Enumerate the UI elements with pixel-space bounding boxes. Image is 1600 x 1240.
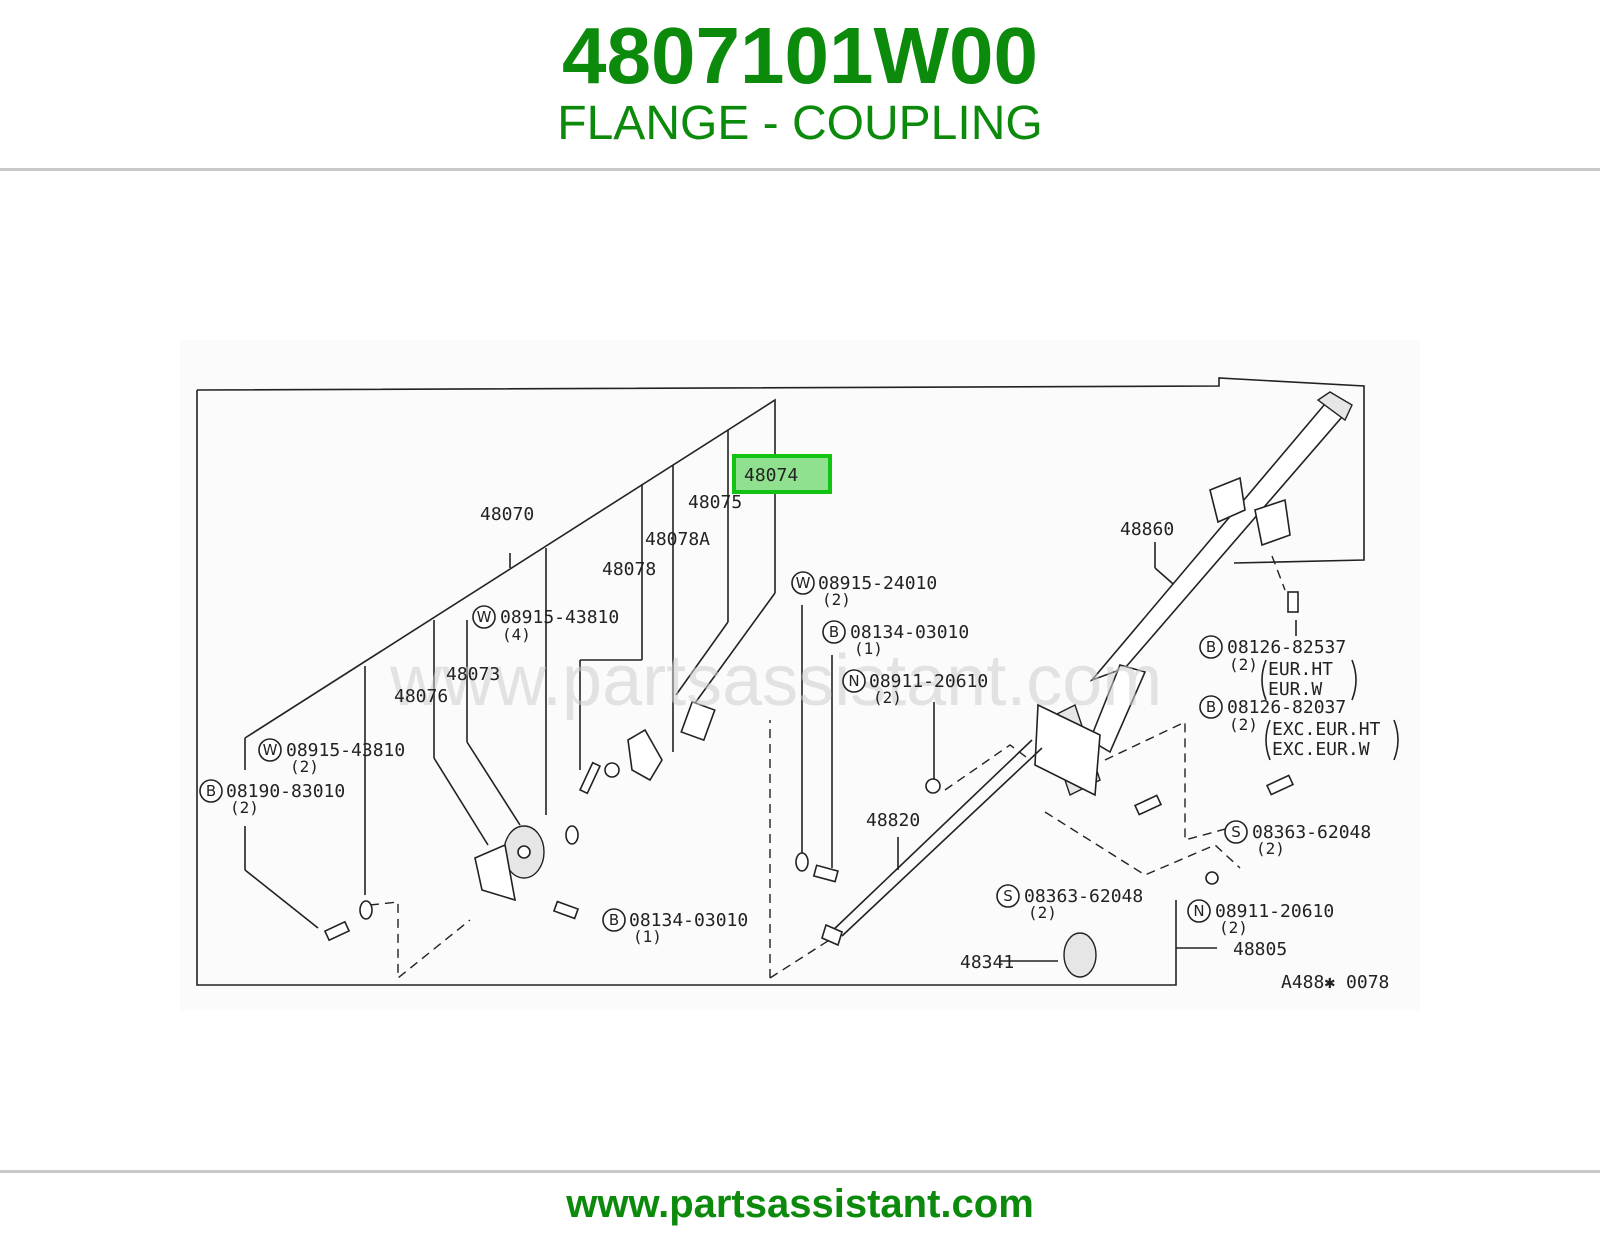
fastener-w3-circle [791,571,815,595]
fastener-s1-number: 08363-62048 [1252,822,1371,843]
leader-lines [244,430,1297,962]
fastener-b4-letter: B [1206,638,1216,656]
fastener-n2-qty: (2) [1219,918,1248,937]
fastener-s2-number: 08363-62048 [1024,886,1143,907]
fastener-b5-paren-left [1265,719,1271,761]
fastener-s2-qty: (2) [1028,903,1057,922]
fastener-n1-circle [842,669,866,693]
fastener-b5-note-1: EXC.EUR.HT [1272,719,1381,740]
fastener-n1-number: 08911-20610 [869,671,988,692]
fastener-b3[interactable]: B 08134-03010 (1) [602,908,748,946]
fastener-s2-circle [996,884,1020,908]
fastener-b1-circle [199,779,223,803]
part-label-48078A[interactable]: 48078A [645,529,710,550]
fastener-s1[interactable]: S 08363-62048 (2) [1224,820,1371,858]
fastener-n1-letter: N [848,672,859,690]
fastener-w1-number: 08915-43810 [500,607,619,628]
fastener-w1-letter: W [477,608,492,626]
part-label-48075[interactable]: 48075 [688,492,742,513]
part-label-48078[interactable]: 48078 [602,559,656,580]
fastener-b4-paren-left [1261,659,1267,701]
fastener-b3-letter: B [609,911,619,929]
fastener-b1-number: 08190-83010 [226,781,345,802]
fastener-b4-circle [1199,635,1223,659]
dashed-guides [369,555,1286,980]
fastener-w2[interactable]: W 08915-43810 (2) [258,738,405,776]
fastener-b1-qty: (2) [230,798,259,817]
fastener-n2-circle [1187,899,1211,923]
frame-left-bottom [196,390,1177,986]
part-label-48070[interactable]: 48070 [480,504,534,525]
fastener-s2[interactable]: S 08363-62048 (2) [996,884,1143,922]
part-label-48820[interactable]: 48820 [866,810,920,831]
fastener-n1[interactable]: N 08911-20610 (2) [842,669,988,707]
fastener-b2-circle [822,620,846,644]
part-label-48860[interactable]: 48860 [1120,519,1174,540]
fastener-b5-paren-right [1393,719,1399,761]
fastener-n2-number: 08911-20610 [1215,901,1334,922]
fastener-b2-letter: B [829,623,839,641]
watermark: www.partsassistant.com [389,641,1162,721]
fastener-w2-circle [258,738,282,762]
fastener-b5-number: 08126-82037 [1227,697,1346,718]
fastener-b1[interactable]: B 08190-83010 (2) [199,779,345,817]
fastener-b4-note-1: EUR.HT [1268,659,1333,680]
fastener-b5-note-2: EXC.EUR.W [1272,739,1370,760]
fastener-w2-number: 08915-43810 [286,740,405,761]
highlight-box-48074[interactable] [732,454,832,494]
part-label-48074[interactable]: 48074 [744,465,798,486]
fastener-b3-circle [602,908,626,932]
fastener-b4-note-2: EUR.W [1268,679,1322,700]
fastener-b5[interactable]: B 08126-82037 (2) EXC.EUR.HT EXC.EUR.W [1199,695,1399,761]
fastener-w3-qty: (2) [822,590,851,609]
fastener-b5-letter: B [1206,698,1216,716]
fastener-b4[interactable]: B 08126-82537 (2) EUR.HT EUR.W [1199,635,1357,701]
part-label-48073[interactable]: 48073 [446,664,500,685]
fastener-w2-letter: W [263,741,278,759]
fastener-w1[interactable]: W 08915-43810 (4) [472,605,619,644]
fastener-w3[interactable]: W 08915-24010 (2) [791,571,937,609]
fastener-w3-letter: W [796,574,811,592]
footer-divider [0,1170,1600,1173]
coupling-parts [323,591,1299,978]
diagram-code: A488✱ 0078 [1281,972,1389,993]
fastener-s1-qty: (2) [1256,839,1285,858]
fastener-b4-number: 08126-82537 [1227,637,1346,658]
fastener-b5-qty: (2) [1229,715,1258,734]
fastener-w1-qty: (4) [502,625,531,644]
fastener-w3-number: 08915-24010 [818,573,937,594]
fastener-b3-number: 08134-03010 [629,910,748,931]
fastener-b2-qty: (1) [854,639,883,658]
fastener-b5-circle [1199,695,1223,719]
fastener-b2-number: 08134-03010 [850,622,969,643]
fastener-b1-letter: B [206,782,216,800]
fastener-w2-qty: (2) [290,757,319,776]
fastener-b2[interactable]: B 08134-03010 (1) [822,620,969,658]
fastener-n2-letter: N [1193,902,1204,920]
part-label-48805[interactable]: 48805 [1233,939,1287,960]
fastener-n2[interactable]: N 08911-20610 (2) [1187,899,1334,937]
fastener-b4-qty: (2) [1229,655,1258,674]
part-label-48076[interactable]: 48076 [394,686,448,707]
diagram-panel [180,340,1420,1010]
footer-website-link[interactable]: www.partsassistant.com [566,1182,1034,1226]
fastener-w1-circle [472,605,496,629]
fastener-n1-qty: (2) [873,688,902,707]
frame-top [196,377,1365,564]
header-divider [0,168,1600,171]
fastener-s1-circle [1224,820,1248,844]
part-number-title: 4807101W00 [562,11,1038,100]
page-header: 4807101W00 FLANGE - COUPLING [0,0,1600,168]
part-name-subtitle: FLANGE - COUPLING [557,97,1043,150]
fastener-b3-qty: (1) [633,927,662,946]
fastener-s2-letter: S [1003,887,1013,905]
fastener-b4-paren-right [1351,659,1357,701]
steering-column [821,391,1353,947]
fastener-s1-letter: S [1231,823,1241,841]
part-label-48341[interactable]: 48341 [960,952,1014,973]
group-bracket [244,398,776,739]
